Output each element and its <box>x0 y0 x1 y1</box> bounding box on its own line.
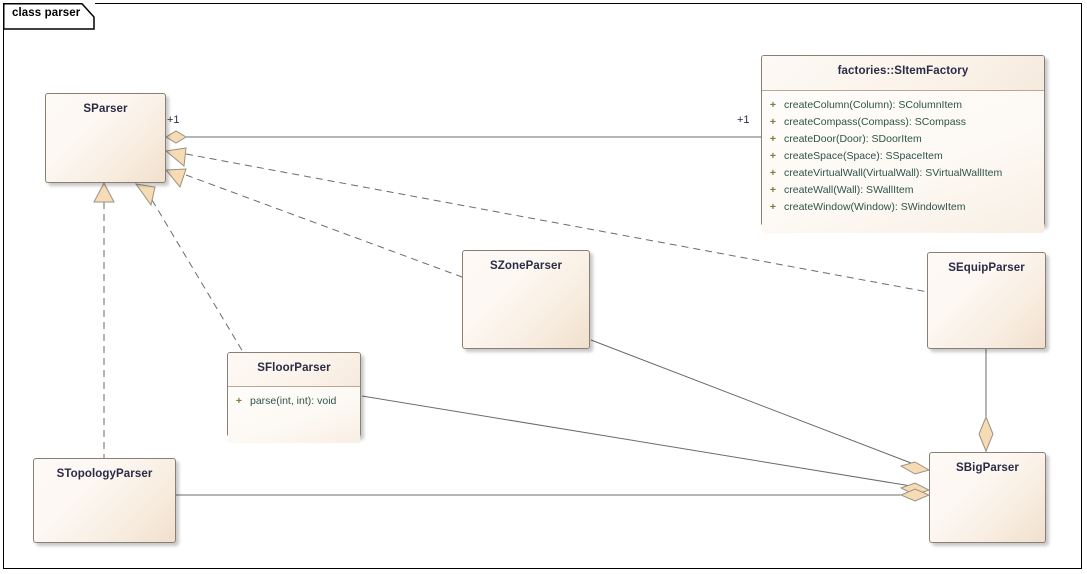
realization-triangle-stopologyparser <box>93 181 115 203</box>
visibility-marker: + <box>235 395 243 407</box>
class-box-sitemfactory[interactable]: factories::SItemFactory + createColumn(C… <box>761 55 1045 233</box>
class-box-szoneparser[interactable]: SZoneParser <box>462 250 590 349</box>
frame-tab-shape <box>3 3 95 30</box>
diagram-frame-tab: class parser <box>3 3 95 30</box>
member-signature: parse(int, int): void <box>250 395 337 407</box>
class-title-sequipparser: SEquipParser <box>948 262 1025 274</box>
multiplicity-label-sitemfactory: +1 <box>737 114 750 126</box>
member-row: + parse(int, int): void <box>228 393 360 410</box>
edge-stopologyparser-to-sparser <box>93 181 115 458</box>
member-row: + createDoor(Door): SDoorItem <box>762 131 1044 148</box>
class-header-sitemfactory: factories::SItemFactory <box>762 56 1044 91</box>
visibility-marker: + <box>769 116 777 128</box>
aggregation-diamond-sparser <box>165 130 187 144</box>
member-row: + createVirtualWall(VirtualWall): SVirtu… <box>762 165 1044 182</box>
class-box-sparser[interactable]: SParser <box>45 93 166 183</box>
class-title-szoneparser: SZoneParser <box>489 260 563 272</box>
member-signature: createSpace(Space): SSpaceItem <box>784 150 943 162</box>
aggregation-diamond-stopologyparser <box>899 488 931 502</box>
member-signature: createColumn(Column): SColumnItem <box>784 99 962 111</box>
member-signature: createVirtualWall(VirtualWall): SVirtual… <box>784 167 1003 179</box>
member-signature: createWindow(Window): SWindowItem <box>784 201 966 213</box>
visibility-marker: + <box>769 150 777 162</box>
class-header-sfloorparser: SFloorParser <box>228 353 360 387</box>
class-box-sbigparser[interactable]: SBigParser <box>929 452 1046 543</box>
edge-sbigparser-to-szoneparser <box>590 339 931 475</box>
visibility-marker: + <box>769 99 777 111</box>
class-title-stopologyparser: STopologyParser <box>56 468 153 480</box>
class-box-sfloorparser[interactable]: SFloorParser + parse(int, int): void <box>227 352 361 443</box>
edge-sbigparser-to-stopologyparser <box>176 488 931 502</box>
class-box-sequipparser[interactable]: SEquipParser <box>927 252 1046 349</box>
class-box-stopologyparser[interactable]: STopologyParser <box>33 458 176 543</box>
member-signature: createCompass(Compass): SCompass <box>784 116 967 128</box>
class-members-sitemfactory: + createColumn(Column): SColumnItem + cr… <box>762 91 1044 233</box>
class-title-sparser: SParser <box>83 103 128 115</box>
edge-sbigparser-to-sfloorparser <box>361 395 931 496</box>
member-row: + createWindow(Window): SWindowItem <box>762 199 1044 216</box>
edge-sequipparser-to-sparser <box>164 147 929 293</box>
class-members-sfloorparser: + parse(int, int): void <box>228 387 360 443</box>
member-row: + createWall(Wall): SWallItem <box>762 182 1044 199</box>
member-row: + createColumn(Column): SColumnItem <box>762 97 1044 114</box>
aggregation-diamond-szoneparser <box>899 461 931 475</box>
realization-triangle-sequipparser <box>164 147 187 167</box>
multiplicity-label-sparser: +1 <box>167 114 180 126</box>
member-row: + createSpace(Space): SSpaceItem <box>762 148 1044 165</box>
class-title-sbigparser: SBigParser <box>955 462 1019 474</box>
edge-szoneparser-to-sparser <box>164 168 463 278</box>
edge-sbigparser-to-sequipparser <box>978 349 994 455</box>
class-title-sfloorparser: SFloorParser <box>257 362 331 374</box>
visibility-marker: + <box>769 184 777 196</box>
member-signature: createDoor(Door): SDoorItem <box>784 133 922 145</box>
edge-sparser-to-sitemfactory <box>165 130 761 144</box>
aggregation-diamond-sequipparser <box>978 415 994 453</box>
member-signature: createWall(Wall): SWallItem <box>784 184 914 196</box>
realization-triangle-szoneparser <box>164 168 187 189</box>
visibility-marker: + <box>769 201 777 213</box>
edge-sfloorparser-to-sparser <box>134 183 244 353</box>
class-title-sitemfactory: factories::SItemFactory <box>837 65 969 77</box>
frame-tab-label: class parser <box>12 7 81 19</box>
visibility-marker: + <box>769 167 777 179</box>
realization-triangle-sfloorparser <box>134 183 156 207</box>
member-row: + createCompass(Compass): SCompass <box>762 114 1044 131</box>
visibility-marker: + <box>769 133 777 145</box>
